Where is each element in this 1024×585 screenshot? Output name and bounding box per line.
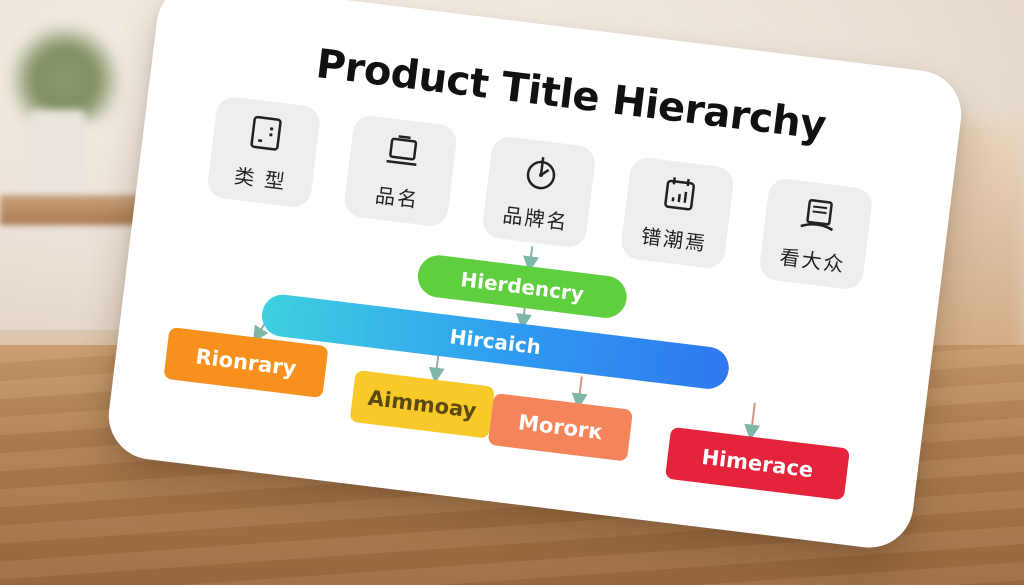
tile-label: 品牌名: [501, 202, 570, 235]
document-icon: [243, 110, 288, 159]
hierarchy-node-3: Mororк: [487, 392, 634, 462]
product-name-tile: 品名: [342, 113, 459, 228]
season-tile: 镨潮焉: [619, 156, 736, 270]
hierarchy-level-2: Hircaich: [259, 292, 732, 392]
calendar-chart-icon: [657, 171, 702, 220]
target-icon: [519, 150, 564, 199]
background-plant: [10, 20, 120, 120]
monitor-icon: [380, 129, 425, 178]
background-plant-pot: [30, 110, 85, 195]
tile-label: 类 型: [233, 163, 288, 194]
category-tile: 类 型: [205, 95, 322, 210]
audience-tile: 看大众: [758, 177, 874, 291]
tile-label: 品名: [373, 182, 421, 212]
book-icon: [795, 192, 840, 241]
brand-name-tile: 品牌名: [481, 134, 597, 249]
hierarchy-level-1: Hierdencry: [415, 252, 630, 321]
hierarchy-node-4: Himerace: [664, 426, 850, 501]
tile-label: 镨潮焉: [639, 223, 709, 256]
hierarchy-card: Product Title Hierarchy 类 型 品名 品牌名 镨潮焉 看…: [103, 0, 967, 553]
hierarchy-node-2: Aimmoay: [349, 369, 495, 439]
tile-label: 看大众: [778, 244, 847, 277]
